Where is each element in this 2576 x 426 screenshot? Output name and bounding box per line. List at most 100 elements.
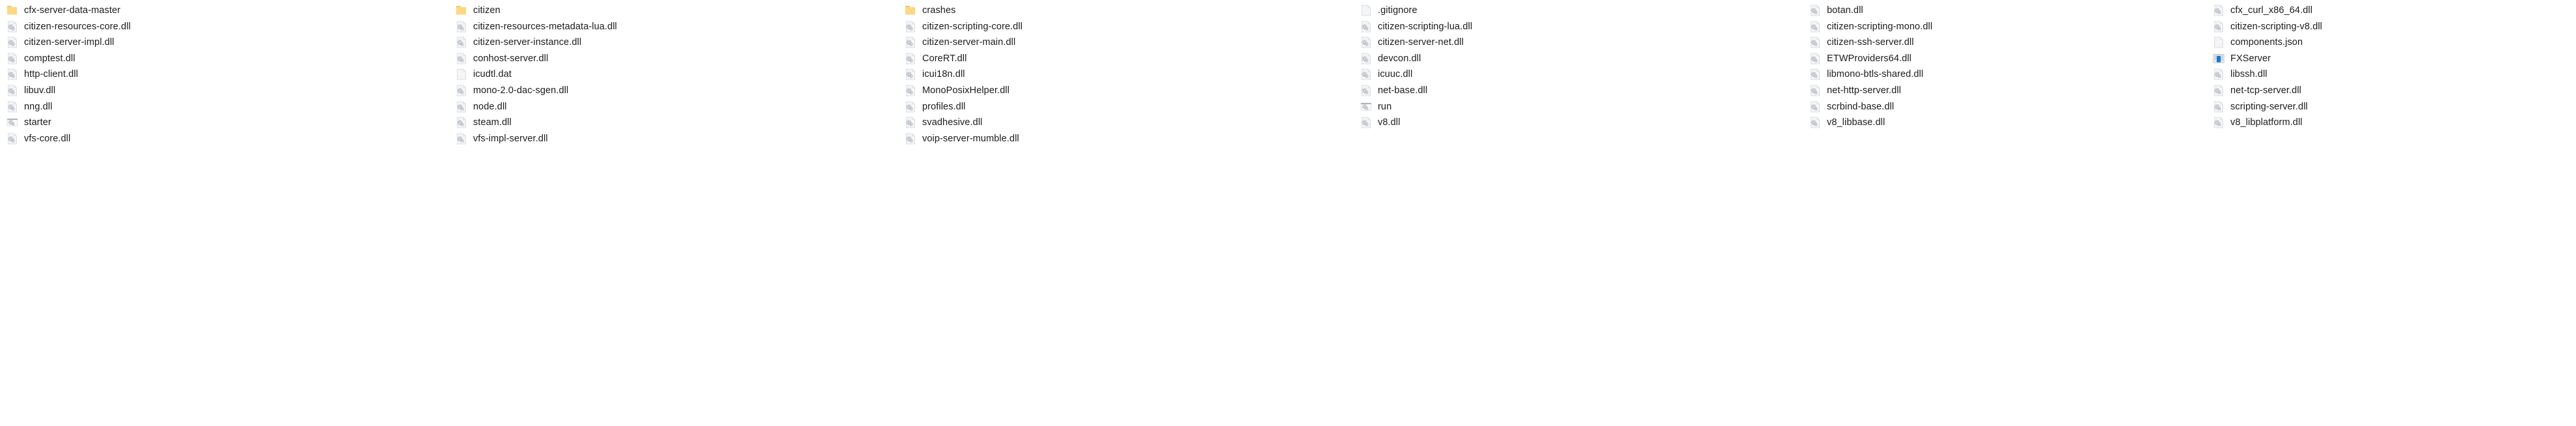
list-item[interactable]: conhost-server.dll (456, 51, 548, 66)
file-name-label: citizen-scripting-lua.dll (1378, 21, 1473, 32)
list-item[interactable]: CoreRT.dll (905, 51, 966, 66)
list-item[interactable]: steam.dll (456, 115, 512, 130)
dll-file-icon (2213, 84, 2225, 97)
list-item[interactable]: net-tcp-server.dll (2213, 83, 2301, 98)
list-item[interactable]: citizen (456, 3, 500, 18)
file-name-label: libssh.dll (2230, 69, 2268, 80)
batch-script-icon (7, 116, 18, 129)
dll-file-icon (7, 132, 18, 145)
list-item[interactable]: citizen-resources-metadata-lua.dll (456, 20, 617, 34)
file-name-label: starter (24, 117, 51, 128)
list-item[interactable]: voip-server-mumble.dll (905, 132, 1019, 146)
list-item[interactable]: nng.dll (7, 100, 52, 114)
list-item[interactable]: citizen-resources-core.dll (7, 20, 131, 34)
list-item[interactable]: citizen-server-main.dll (905, 35, 1015, 50)
file-name-label: .gitignore (1378, 5, 1418, 16)
list-item[interactable]: devcon.dll (1360, 51, 1421, 66)
list-item[interactable]: citizen-ssh-server.dll (1809, 35, 1914, 50)
list-item[interactable]: http-client.dll (7, 67, 78, 81)
file-name-label: net-http-server.dll (1827, 85, 1901, 96)
list-item[interactable]: citizen-scripting-v8.dll (2213, 20, 2322, 34)
list-item[interactable]: svadhesive.dll (905, 115, 982, 130)
file-name-label: citizen-server-instance.dll (473, 37, 582, 48)
dll-file-icon (456, 20, 467, 33)
list-item[interactable]: components.json (2213, 35, 2303, 50)
dll-file-icon (456, 52, 467, 65)
list-item[interactable]: citizen-scripting-mono.dll (1809, 20, 1932, 34)
list-item[interactable]: libuv.dll (7, 83, 55, 98)
list-item[interactable]: vfs-core.dll (7, 132, 70, 146)
dll-file-icon (7, 20, 18, 33)
file-name-label: icudtl.dat (473, 69, 512, 80)
file-name-label: components.json (2230, 37, 2303, 48)
file-name-label: scripting-server.dll (2230, 101, 2308, 112)
dll-file-icon (1360, 52, 1372, 65)
list-item[interactable]: profiles.dll (905, 100, 965, 114)
list-item[interactable]: comptest.dll (7, 51, 75, 66)
dll-file-icon (456, 116, 467, 129)
file-name-label: ETWProviders64.dll (1827, 53, 1911, 64)
blank-file-icon (1360, 4, 1372, 17)
file-name-label: citizen (473, 5, 500, 16)
list-item[interactable]: citizen-server-instance.dll (456, 35, 581, 50)
file-name-label: comptest.dll (24, 53, 75, 64)
list-item[interactable]: icudtl.dat (456, 67, 512, 81)
file-name-label: svadhesive.dll (922, 117, 983, 128)
file-name-label: icuuc.dll (1378, 69, 1413, 80)
blank-file-icon (456, 68, 467, 81)
list-item[interactable]: v8_libbase.dll (1809, 115, 1885, 130)
file-name-label: scrbind-base.dll (1827, 101, 1895, 112)
list-item[interactable]: node.dll (456, 100, 507, 114)
file-name-label: citizen-resources-core.dll (24, 21, 131, 32)
dll-file-icon (1809, 36, 1821, 49)
list-item[interactable]: net-http-server.dll (1809, 83, 1901, 98)
file-name-label: citizen-scripting-v8.dll (2230, 21, 2322, 32)
list-item[interactable]: crashes (905, 3, 955, 18)
list-item[interactable]: citizen-scripting-core.dll (905, 20, 1022, 34)
list-item[interactable]: starter (7, 115, 51, 130)
list-item[interactable]: net-base.dll (1360, 83, 1427, 98)
file-name-label: conhost-server.dll (473, 53, 549, 64)
list-item[interactable]: cfx_curl_x86_64.dll (2213, 3, 2312, 18)
list-item[interactable]: run (1360, 100, 1391, 114)
list-item[interactable]: libssh.dll (2213, 67, 2268, 81)
blank-file-icon (2213, 36, 2225, 49)
file-name-label: CoreRT.dll (922, 53, 967, 64)
list-item[interactable]: vfs-impl-server.dll (456, 132, 548, 146)
dll-file-icon (2213, 20, 2225, 33)
list-item[interactable]: citizen-server-impl.dll (7, 35, 114, 50)
dll-file-icon (7, 100, 18, 113)
list-item[interactable]: citizen-scripting-lua.dll (1360, 20, 1472, 34)
list-item[interactable]: scrbind-base.dll (1809, 100, 1894, 114)
list-item[interactable]: v8.dll (1360, 115, 1400, 130)
dll-file-icon (1809, 100, 1821, 113)
dll-file-icon (1809, 68, 1821, 81)
list-item[interactable]: FXServer (2213, 51, 2271, 66)
dll-file-icon (456, 100, 467, 113)
batch-script-icon (1360, 100, 1372, 113)
file-name-label: v8.dll (1378, 117, 1401, 128)
file-name-label: cfx_curl_x86_64.dll (2230, 5, 2313, 16)
file-name-label: devcon.dll (1378, 53, 1421, 64)
list-item[interactable]: ETWProviders64.dll (1809, 51, 1911, 66)
dll-file-icon (2213, 116, 2225, 129)
list-item[interactable]: icui18n.dll (905, 67, 965, 81)
file-name-label: vfs-core.dll (24, 133, 71, 144)
list-item[interactable]: v8_libplatform.dll (2213, 115, 2303, 130)
list-item[interactable]: botan.dll (1809, 3, 1863, 18)
list-item[interactable]: citizen-server-net.dll (1360, 35, 1464, 50)
dll-file-icon (905, 36, 916, 49)
file-name-label: libuv.dll (24, 85, 56, 96)
list-item[interactable]: mono-2.0-dac-sgen.dll (456, 83, 568, 98)
list-item[interactable]: icuuc.dll (1360, 67, 1412, 81)
file-name-label: steam.dll (473, 117, 512, 128)
list-item[interactable]: libmono-btls-shared.dll (1809, 67, 1923, 81)
list-item[interactable]: .gitignore (1360, 3, 1418, 18)
list-item[interactable]: cfx-server-data-master (7, 3, 120, 18)
dll-file-icon (2213, 100, 2225, 113)
file-name-label: libmono-btls-shared.dll (1827, 69, 1924, 80)
list-item[interactable]: scripting-server.dll (2213, 100, 2308, 114)
list-item[interactable]: MonoPosixHelper.dll (905, 83, 1009, 98)
file-name-label: MonoPosixHelper.dll (922, 85, 1010, 96)
